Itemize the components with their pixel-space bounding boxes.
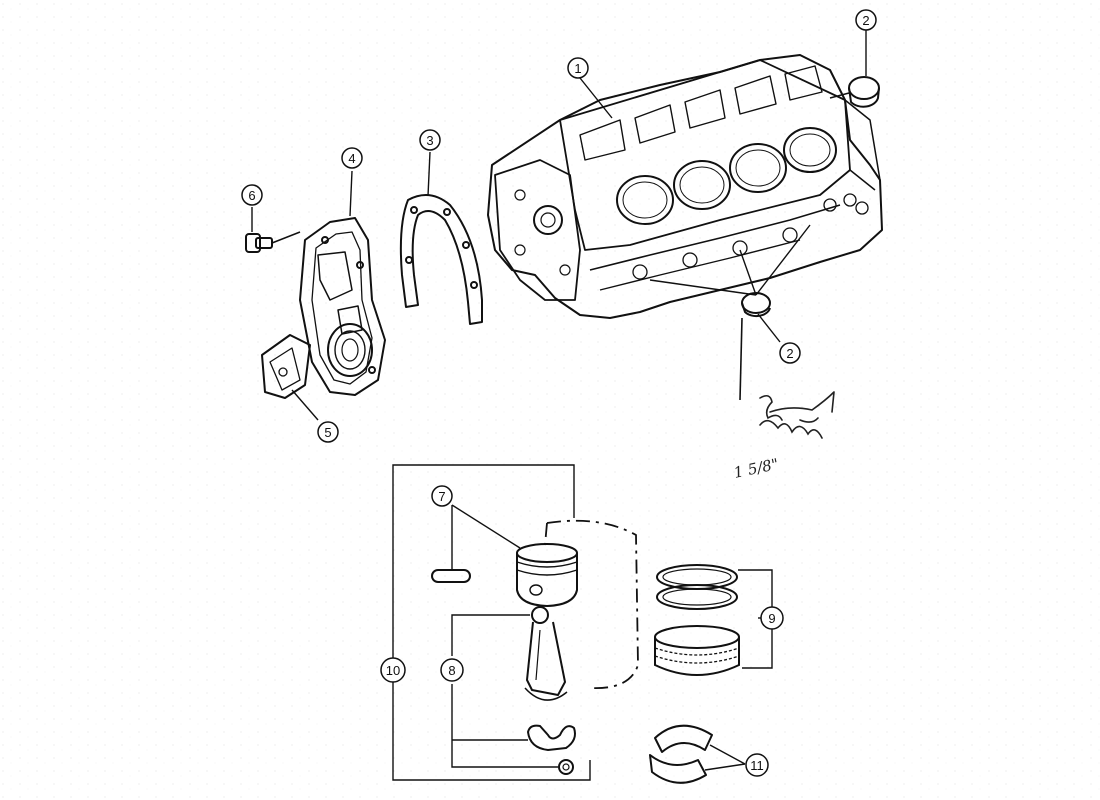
callout-6: 6: [241, 184, 263, 206]
callout-9: 9: [760, 606, 784, 630]
callout-4-label: 4: [348, 151, 355, 166]
piston: [516, 543, 578, 607]
callout-2-top-label: 2: [862, 13, 869, 28]
callout-1-label: 1: [574, 61, 581, 76]
piston-rings: [654, 564, 740, 676]
frost-plug-bottom: [741, 292, 771, 318]
engine-block: [487, 54, 883, 319]
callout-10: 10: [380, 657, 406, 683]
handwritten-scribble: [759, 391, 835, 439]
connecting-rod: [524, 606, 568, 701]
piston-pin: [431, 569, 471, 583]
callout-3: 3: [419, 129, 441, 151]
callout-7: 7: [431, 485, 453, 507]
callout-11: 11: [745, 753, 769, 777]
callout-8: 8: [440, 658, 464, 682]
callout-9-label: 9: [768, 611, 775, 626]
callout-8-label: 8: [448, 663, 455, 678]
rod-bearings: [649, 724, 713, 784]
callout-11-label: 11: [750, 758, 764, 773]
callout-10-label: 10: [386, 663, 400, 678]
frost-plug-top: [829, 76, 880, 108]
callout-2-bottom-label: 2: [786, 346, 793, 361]
callout-7-label: 7: [438, 489, 445, 504]
leader-lines: [251, 30, 867, 781]
callout-2-top: 2: [855, 9, 877, 31]
bolt: [245, 231, 301, 253]
timing-cover-gasket: [399, 194, 483, 325]
callout-4: 4: [341, 147, 363, 169]
callout-1: 1: [567, 57, 589, 79]
callout-5-label: 5: [324, 425, 331, 440]
rod-cap: [527, 724, 576, 751]
callout-3-label: 3: [426, 133, 433, 148]
callout-5: 5: [317, 421, 339, 443]
callout-6-label: 6: [248, 188, 255, 203]
rod-nut: [558, 759, 574, 775]
cylinder-outline: [544, 519, 639, 689]
bracket: [261, 334, 311, 399]
callout-2-bottom: 2: [779, 342, 801, 364]
